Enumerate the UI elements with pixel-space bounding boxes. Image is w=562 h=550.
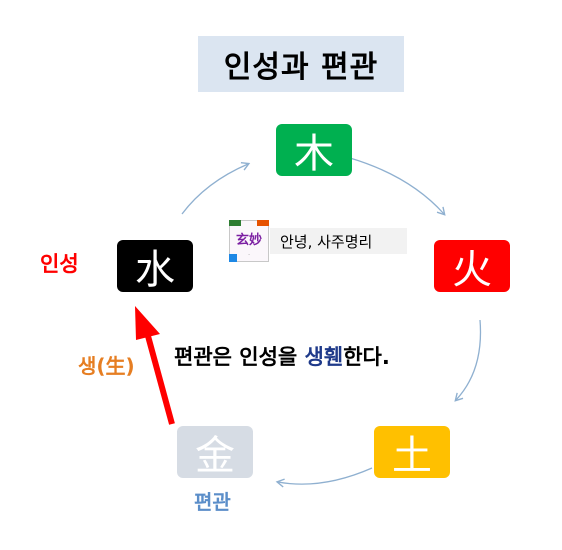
arrow-metal-to-water: [145, 335, 175, 425]
logo-small-caption: ·: [248, 252, 250, 258]
wood-element: 木: [276, 124, 352, 177]
logo-hanja: 玄妙: [235, 233, 262, 248]
label-pyeongwan: 편관: [194, 490, 231, 514]
title-box: 인성과 편관: [198, 36, 404, 92]
arrow-water-to-wood: [181, 161, 251, 215]
relation-sentence: 편관은 인성을 생휀한다.: [174, 341, 390, 371]
sentence-highlight: 생휀: [304, 345, 344, 369]
water-element: 水: [117, 240, 193, 293]
fire-element: 火: [434, 240, 510, 293]
fire-char: 火: [452, 247, 492, 293]
sentence-part2: 한다.: [343, 345, 390, 369]
arrow-fire-to-earth: [454, 319, 482, 402]
arrow-metal-to-water-head: [135, 306, 160, 340]
water-char: 水: [135, 247, 175, 293]
diagram-title: 인성과 편관: [223, 50, 379, 85]
label-saeng: 생(生): [78, 354, 135, 378]
brand-logo: 玄妙 ·: [229, 220, 269, 262]
earth-element: 土: [374, 426, 450, 479]
arrow-earth-to-metal: [275, 467, 373, 488]
metal-char: 金: [195, 433, 235, 479]
earth-char: 土: [392, 433, 432, 479]
label-inseong: 인성: [40, 252, 79, 276]
brand-caption-box: 안녕, 사주명리: [270, 228, 407, 254]
metal-element: 金: [177, 426, 253, 479]
wood-char: 木: [294, 131, 334, 177]
brand-caption: 안녕, 사주명리: [280, 232, 373, 251]
arrow-wood-to-fire: [349, 157, 446, 216]
sentence-part1: 편관은 인성을: [174, 345, 305, 369]
